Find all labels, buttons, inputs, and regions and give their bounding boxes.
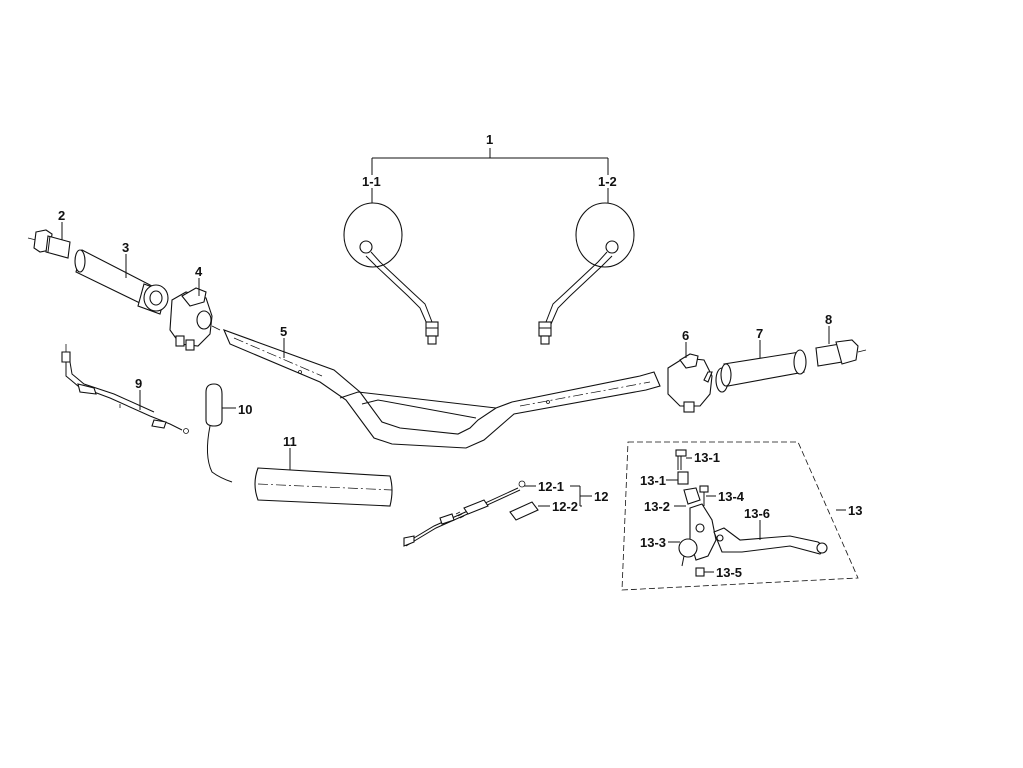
left-mirror [343, 202, 439, 345]
label-1-1: 1-1 [362, 174, 381, 189]
label-13-2: 13-2 [644, 499, 670, 514]
throttle-cable [61, 344, 189, 434]
bar-end-weight-left [27, 229, 71, 259]
left-grip [74, 249, 169, 315]
label-3: 3 [122, 240, 129, 255]
label-13-1-top: 13-1 [694, 450, 720, 465]
right-switch-housing [667, 353, 729, 413]
clutch-assembly-box [621, 441, 859, 591]
left-switch-housing [169, 287, 221, 351]
label-4: 4 [195, 264, 203, 279]
label-8: 8 [825, 312, 832, 327]
right-mirror [538, 202, 635, 345]
right-grip [720, 349, 807, 387]
label-1: 1 [486, 132, 493, 147]
clutch-assembly-parts [666, 449, 828, 577]
choke-lever [205, 383, 233, 483]
label-13-4: 13-4 [718, 489, 745, 504]
clutch-cable [403, 480, 526, 547]
label-7: 7 [756, 326, 763, 341]
label-2: 2 [58, 208, 65, 223]
label-9: 9 [135, 376, 142, 391]
label-13-5: 13-5 [716, 565, 742, 580]
label-11: 11 [283, 434, 297, 449]
label-12-2: 12-2 [552, 499, 578, 514]
clutch-cable-boot [509, 501, 539, 521]
leader-12 [524, 485, 592, 507]
label-1-2: 1-2 [598, 174, 617, 189]
label-12-1: 12-1 [538, 479, 564, 494]
handlebar-pad [254, 467, 393, 507]
handlebar [222, 329, 661, 449]
label-13-1: 13-1 [640, 473, 666, 488]
label-12: 12 [594, 489, 608, 504]
bar-end-weight-right [815, 339, 867, 367]
label-13-3: 13-3 [640, 535, 666, 550]
label-13-6: 13-6 [744, 506, 770, 521]
mirror-group-bracket [371, 148, 609, 205]
label-10: 10 [238, 402, 252, 417]
label-6: 6 [682, 328, 689, 343]
label-5: 5 [280, 324, 287, 339]
label-13: 13 [848, 503, 862, 518]
